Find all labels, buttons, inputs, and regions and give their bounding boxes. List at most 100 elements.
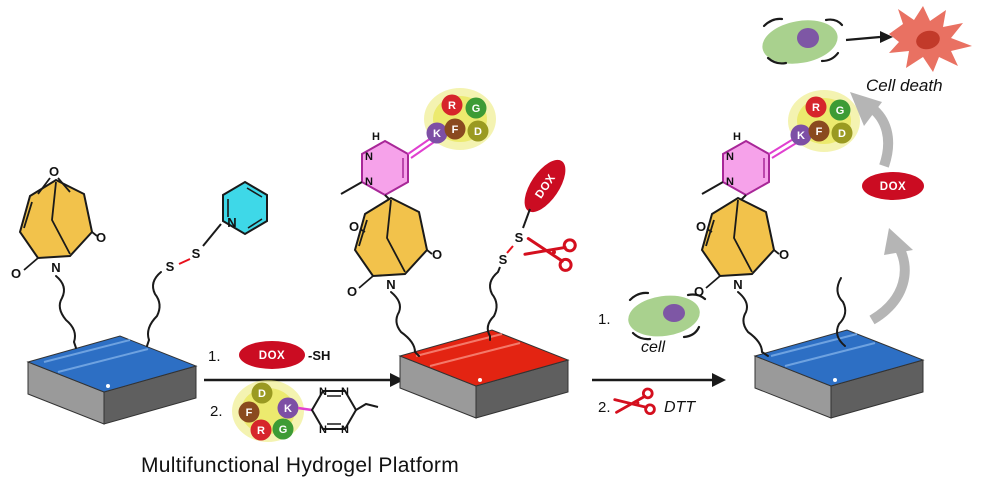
slab-top-face	[398, 329, 570, 387]
release-arrowhead-lower	[884, 228, 913, 255]
peptide-residue-d	[467, 120, 489, 142]
slab-speck	[106, 384, 110, 388]
oxygen-label: O	[347, 284, 357, 299]
dox-label: DOX	[880, 181, 906, 193]
peptide-link-bond	[768, 137, 799, 159]
bond	[497, 266, 501, 273]
methyl-bond	[355, 402, 379, 411]
oxygen-label: O	[96, 230, 106, 245]
nitrogen-label: N	[733, 277, 742, 292]
nitrogen-label: N	[341, 424, 349, 436]
reaction-step-2: 1. cell 2. DTT	[592, 291, 726, 416]
hydrogel-left: O O O N N S S	[11, 164, 268, 425]
norbornene-bonds	[358, 199, 433, 289]
pyridine-ring	[222, 180, 268, 236]
arrowhead	[880, 31, 893, 43]
hydrogen-label: H	[733, 131, 741, 143]
thiol-label: -SH	[308, 348, 330, 363]
nitrogen-label: N	[227, 215, 236, 230]
scissors-blades	[523, 237, 567, 263]
pyridine-aromatic-bonds	[227, 187, 263, 229]
bond	[522, 208, 531, 229]
scissors-pivot	[551, 250, 556, 255]
peptide-residue-r	[441, 94, 463, 116]
norbornene-structure	[18, 178, 94, 260]
dead-cell-core	[916, 30, 940, 50]
peptide-residue-r	[250, 419, 272, 441]
residue-label: F	[816, 126, 823, 138]
peptide-residue-r	[805, 96, 827, 118]
scissors-blades	[613, 394, 648, 414]
dox-capsule	[862, 172, 924, 200]
scissors-pivot	[636, 401, 640, 405]
residue-label: G	[472, 103, 481, 115]
tether-squiggle	[390, 291, 420, 357]
tether-squiggle	[737, 291, 769, 357]
peptide-residue-d	[251, 382, 273, 404]
residue-label: K	[797, 130, 805, 142]
peptide-residue-g	[829, 99, 851, 121]
scissors-handle	[562, 238, 577, 253]
nitrogen-label: N	[319, 386, 327, 398]
nitrogen-label: N	[51, 260, 60, 275]
residue-label: G	[279, 424, 288, 436]
dox-capsule	[524, 159, 566, 213]
nitrogen-label: N	[365, 176, 373, 188]
tether-squiggle	[55, 275, 77, 349]
residue-label: G	[836, 105, 845, 117]
disulfide-bond	[506, 245, 514, 254]
step-number: 1.	[208, 348, 221, 365]
dox-capsule	[239, 341, 305, 369]
peptide-residue-f	[238, 401, 260, 423]
rgd-peptide-cluster: D F R G K	[232, 380, 304, 442]
release-arrow-lower	[869, 241, 910, 325]
residue-label: F	[452, 124, 459, 136]
oxygen-label: O	[432, 247, 442, 262]
slab-top-face	[26, 335, 198, 393]
residue-label: D	[838, 128, 846, 140]
residue-label: F	[246, 407, 253, 419]
residue-label: R	[812, 102, 820, 114]
peptide-residue-f	[444, 118, 466, 140]
cell-nucleus	[663, 304, 685, 322]
cell-death-arrow	[845, 35, 881, 42]
peptide-residue-k	[790, 124, 812, 146]
slab-top-face	[753, 329, 925, 387]
rgd-peptide-cluster: K R G F D	[424, 88, 496, 150]
nitrogen-label: N	[726, 176, 734, 188]
cell-label: cell	[641, 339, 665, 356]
residue-label: D	[474, 126, 482, 138]
dox-label: DOX	[259, 350, 285, 362]
peptide-residue-f	[808, 120, 830, 142]
oxygen-label: O	[49, 164, 59, 179]
slab-speck	[833, 378, 837, 382]
peptide-residue-g	[465, 97, 487, 119]
adhesion-marks	[628, 291, 707, 341]
peptide-link-bond	[297, 406, 313, 412]
cell-death-label: Cell death	[866, 76, 943, 95]
oxygen-label: O	[696, 219, 706, 234]
nitrogen-label: N	[341, 386, 349, 398]
hydrogen-label: H	[372, 131, 380, 143]
step-number: 1.	[598, 311, 611, 328]
hydrogel-middle: H N N K R G F D O O O N DOX	[340, 88, 577, 419]
oxygen-label: O	[694, 284, 704, 299]
sulfur-label: S	[192, 246, 201, 261]
nitrogen-label: N	[726, 151, 734, 163]
sulfur-label: S	[499, 252, 508, 267]
methyl-bond	[701, 181, 724, 195]
scissors-icon	[523, 237, 577, 272]
arrowhead	[390, 373, 404, 387]
slab-highlight	[43, 339, 149, 373]
disulfide-bond	[178, 258, 191, 265]
step-number: 2.	[210, 403, 223, 420]
adhesion-marks	[762, 17, 844, 65]
tetrazine-double-bonds	[327, 395, 341, 425]
residue-label: D	[258, 388, 266, 400]
reaction-step-1: 1. DOX -SH 2. D F R G K N N N N	[204, 341, 404, 442]
norbornene-bonds	[705, 199, 780, 289]
scissors-handle	[641, 387, 654, 400]
norbornene-structure	[353, 196, 429, 278]
scissors-handle	[644, 403, 656, 416]
